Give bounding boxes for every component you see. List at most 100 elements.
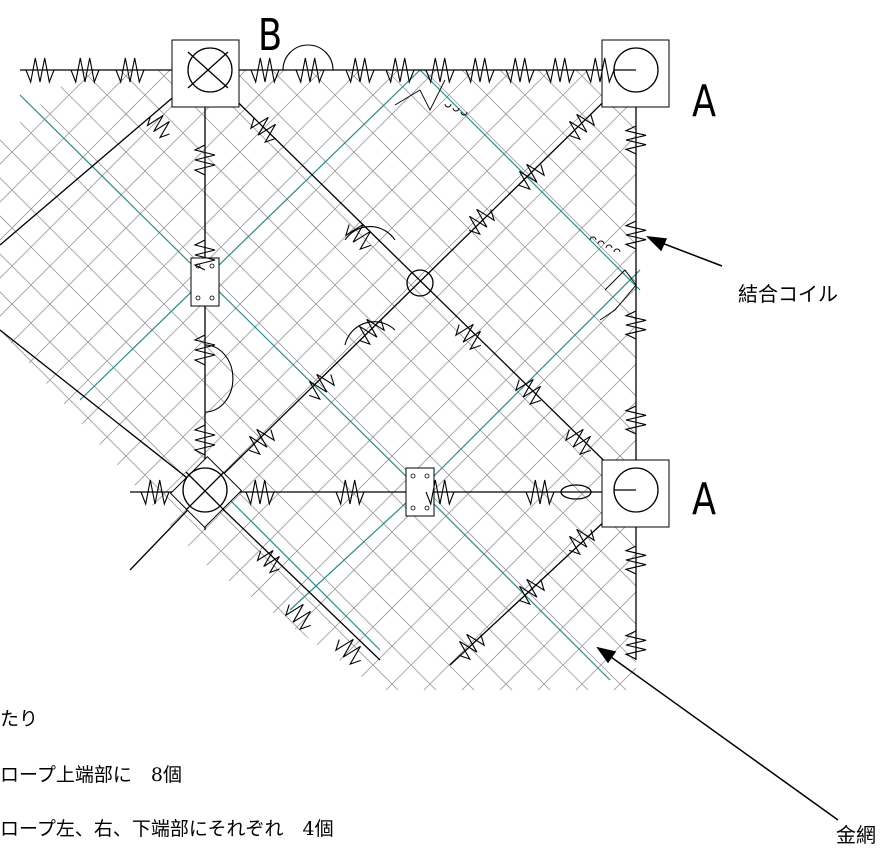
coil-zigzag [115, 57, 145, 84]
mesh-line [201, 70, 636, 690]
mesh-line [11, 70, 636, 690]
label-b: B [258, 10, 283, 61]
label-a-mid: A [692, 474, 717, 525]
coil-zigzag [193, 334, 216, 366]
mesh-line [641, 0, 896, 853]
coil-zigzag [569, 528, 596, 556]
mesh-line [0, 70, 636, 690]
coil-zigzag [250, 57, 280, 84]
label-wire-mesh: 金網 [836, 823, 876, 847]
mesh-line [467, 70, 636, 690]
mesh-line [886, 0, 896, 853]
coil-zigzag [140, 479, 170, 506]
label-coupling-coil: 結合コイル [738, 282, 838, 306]
mesh-line [0, 70, 636, 690]
mesh-line [658, 0, 896, 853]
mesh-line [0, 70, 583, 690]
mesh-line [146, 70, 636, 690]
coil-zigzag [335, 479, 365, 506]
coil-zigzag [519, 578, 546, 606]
coil-zigzag [284, 603, 311, 631]
coil-zigzag [514, 378, 541, 406]
mesh-line [734, 0, 896, 853]
mesh-line [717, 0, 896, 853]
mesh-line [184, 70, 636, 690]
mesh-line [336, 70, 636, 690]
mesh-line [412, 70, 636, 690]
mesh-line [0, 70, 279, 690]
mesh-line [0, 70, 334, 690]
mesh-line [32, 70, 636, 690]
mesh-line [87, 70, 636, 690]
arrow-coupling-coil [653, 239, 723, 267]
mesh-line [0, 70, 636, 690]
coil-zigzag [624, 125, 647, 155]
mesh-line [125, 70, 636, 690]
clamp-bottom [405, 467, 435, 517]
mesh-line [679, 0, 896, 853]
mesh-line [0, 70, 636, 690]
coil-zigzag [585, 57, 615, 84]
coil-zigzag [519, 163, 546, 191]
mesh-line [49, 70, 636, 690]
leader-arrows [596, 236, 839, 821]
mesh-line [0, 70, 636, 690]
cable-arcs [204, 44, 396, 413]
mesh-line [810, 0, 896, 853]
mesh-line [0, 70, 636, 690]
label-a-top: A [692, 76, 717, 127]
coil-zigzag [454, 323, 481, 351]
coil-zigzag [359, 318, 386, 346]
mesh-line [108, 70, 636, 690]
mesh-line [315, 70, 636, 690]
mesh-line [70, 70, 636, 690]
mesh-line [298, 70, 636, 690]
corner-plate-a-mid [601, 459, 670, 528]
mesh-line [0, 70, 241, 690]
mesh-line [602, 70, 636, 690]
mesh-line [772, 0, 896, 853]
coil-zigzag [25, 57, 55, 84]
corner-plate-b [171, 39, 240, 108]
mesh-line [0, 70, 317, 690]
mesh-line [0, 70, 524, 690]
mesh-line [0, 70, 165, 690]
mesh-line [0, 70, 636, 690]
coil-zigzag [525, 479, 555, 506]
mesh-line [848, 0, 896, 853]
mesh-line [450, 70, 636, 690]
coil-zigzag [385, 57, 415, 84]
coil-zigzag [249, 116, 276, 144]
coil-zigzag [334, 638, 361, 666]
coil-zigzag [309, 373, 336, 401]
coil-zigzag [146, 115, 170, 139]
coil-zigzag [193, 144, 216, 176]
coil-zigzag [505, 57, 535, 84]
coil-zigzag [564, 428, 591, 456]
coil-zigzag [465, 57, 495, 84]
mesh-line [391, 70, 636, 690]
mesh-line [0, 70, 486, 690]
note-line-3: ロープ左、右、下端部にそれぞれ 4個 [0, 818, 334, 840]
mesh-line [0, 70, 600, 690]
mesh-line [0, 70, 258, 690]
coil-zigzag [425, 479, 455, 506]
mesh-line [163, 70, 636, 690]
coil-zigzag [245, 479, 275, 506]
coil-zigzag [459, 633, 486, 661]
coil-zigzag [193, 424, 216, 456]
mesh-edge-lines [19, 69, 641, 681]
mesh-line [0, 70, 636, 690]
mesh-line [239, 70, 636, 690]
coil-zigzag [624, 405, 647, 435]
coil-zigzag [469, 208, 496, 236]
mesh-line [0, 70, 372, 690]
coil-zigzag [70, 57, 100, 84]
mesh-line [581, 70, 636, 690]
arrow-wire-mesh [603, 651, 839, 821]
ring-lower-left [182, 467, 228, 513]
mesh-line [0, 70, 545, 690]
mesh-line [353, 70, 636, 690]
coil-zigzag [249, 428, 276, 456]
